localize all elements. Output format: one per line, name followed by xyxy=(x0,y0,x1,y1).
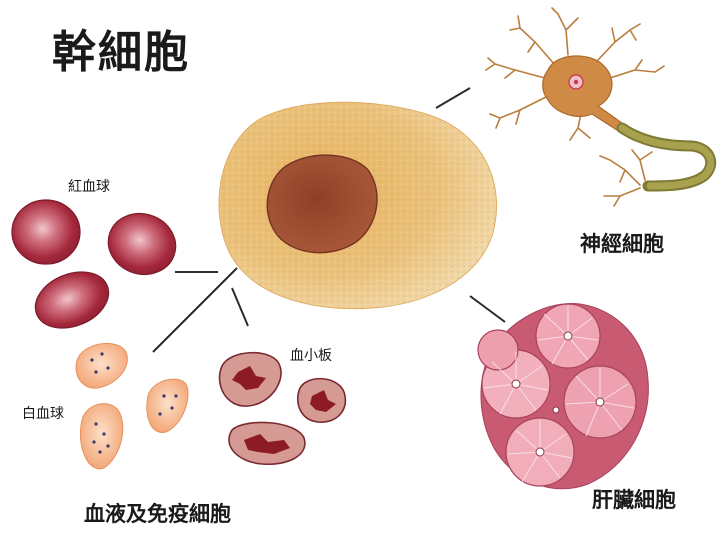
connector-white-blood xyxy=(153,268,237,352)
connector-liver xyxy=(470,296,505,322)
platelets xyxy=(220,353,346,465)
label-platelet: 血小板 xyxy=(290,345,332,365)
stem-cell-nucleus xyxy=(267,155,377,253)
connector-nerve xyxy=(436,88,470,108)
platelet xyxy=(298,379,346,423)
nerve-cell-illustration xyxy=(486,8,711,206)
label-blood-immune-cells: 血液及免疫細胞 xyxy=(84,498,231,528)
platelet xyxy=(229,422,305,464)
white-blood-cell xyxy=(80,404,122,469)
white-blood-cells xyxy=(76,343,188,468)
label-red-blood-cell: 紅血球 xyxy=(68,176,110,196)
red-blood-cell xyxy=(12,200,80,264)
red-blood-cell xyxy=(100,205,183,283)
label-liver-cell: 肝臟細胞 xyxy=(592,484,676,514)
platelet xyxy=(220,353,282,406)
red-blood-cell xyxy=(27,262,117,339)
label-nerve-cell: 神經細胞 xyxy=(580,228,664,258)
white-blood-cell xyxy=(147,379,188,432)
liver-cells-illustration xyxy=(478,303,648,488)
diagram-title: 幹細胞 xyxy=(52,16,190,80)
connector-platelet xyxy=(232,288,248,326)
label-white-blood-cell: 白血球 xyxy=(22,403,64,423)
red-blood-cells xyxy=(12,200,184,338)
white-blood-cell xyxy=(76,343,127,388)
stem-cell xyxy=(219,102,497,308)
